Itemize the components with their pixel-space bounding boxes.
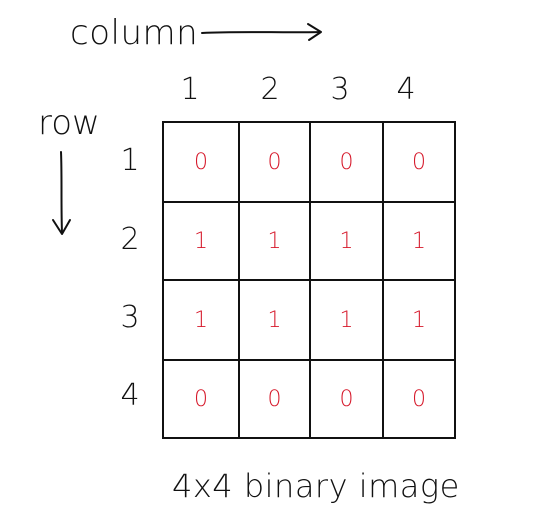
row-number-4: 4 [120,378,140,413]
grid-cell-r1-c2: 0 [240,123,311,203]
grid-cell-r3-c1: 1 [164,281,240,361]
row-axis-label: row [38,103,100,143]
grid-cell-r2-c3: 1 [311,203,384,281]
grid-cell-r3-c3: 1 [311,281,384,361]
column-number-3: 3 [330,72,350,107]
grid-cell-r3-c4: 1 [384,281,454,361]
column-number-2: 2 [260,72,280,107]
grid-cell-r4-c3: 0 [311,361,384,437]
column-number-4: 4 [396,72,416,107]
column-axis-label: column [70,13,199,53]
grid-cell-r2-c1: 1 [164,203,240,281]
grid-cell-r4-c4: 0 [412,386,426,412]
grid-cell-r2-c4: 1 [384,203,454,281]
row-number-3: 3 [120,300,140,335]
diagram-caption: 4x4 binary image [172,467,460,505]
grid-cell-r1-c4: 0 [384,123,454,203]
grid-cell-r1-c3: 0 [311,123,384,203]
row-number-1: 1 [120,143,140,178]
grid-cell-r1-c1: 0 [164,123,240,203]
grid-cell-r3-c2: 1 [240,281,311,361]
column-number-1: 1 [180,72,200,107]
grid-cell-r2-c2: 1 [240,203,311,281]
row-number-2: 2 [120,222,140,257]
grid-cell-r4-c2: 0 [240,361,311,437]
binary-image-grid: 0 0 0 0 1 1 1 1 1 1 1 1 0 0 0 0 [162,121,456,439]
grid-cell-r4-c1: 0 [164,361,240,437]
